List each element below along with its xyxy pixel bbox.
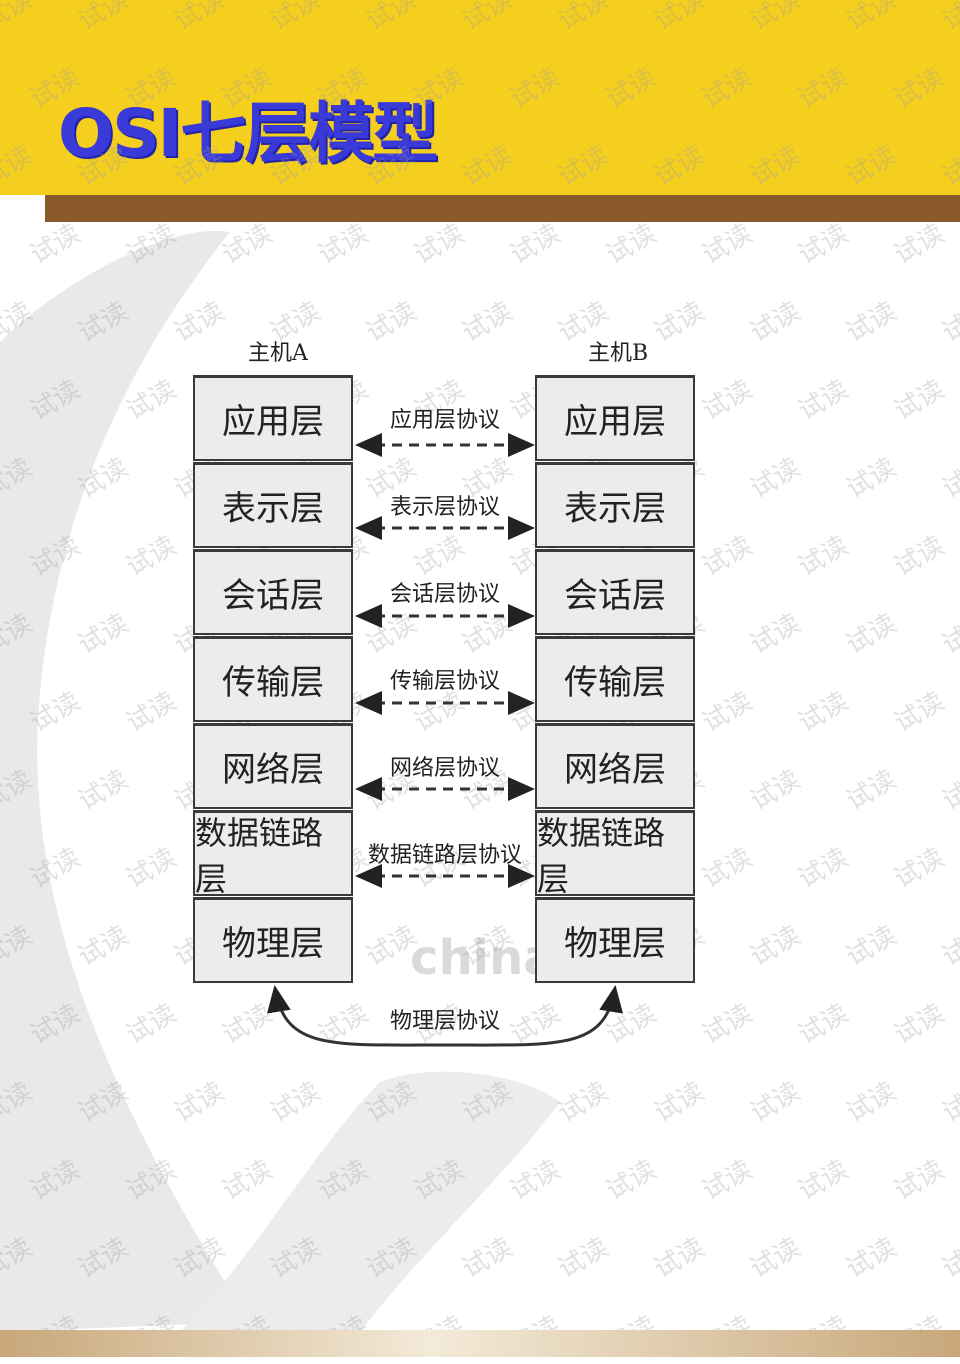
protocol-label-application: 应用层协议 [389,408,500,433]
protocol-label-presentation: 表示层协议 [389,495,500,520]
host-b-layer-datalink: 数据链路层 [535,810,695,898]
host-b-layer-transport: 传输层 [535,636,695,722]
host-a-layer-network: 网络层 [193,723,353,809]
host-b-label: 主机B [588,341,649,366]
protocol-label-transport: 传输层协议 [389,669,500,694]
host-b-layer-session: 会话层 [535,549,695,635]
protocol-label-network: 网络层协议 [389,756,500,781]
background-swoosh [0,230,560,1332]
host-b-stack: 应用层 表示层 会话层 传输层 网络层 数据链路层 物理层 [535,375,695,984]
host-b-layer-network: 网络层 [535,723,695,809]
protocol-label-session: 会话层协议 [389,582,500,607]
host-a-stack: 应用层 表示层 会话层 传输层 网络层 数据链路层 物理层 [193,375,353,984]
header-band [0,0,960,195]
footer-bar [0,1330,960,1357]
host-a-layer-presentation: 表示层 [193,462,353,548]
host-a-layer-session: 会话层 [193,549,353,635]
host-a-layer-application: 应用层 [193,375,353,461]
host-a-label: 主机A [248,341,308,366]
slide-title: OSI七层模型 [58,95,438,172]
header-divider [45,195,960,222]
host-b-layer-application: 应用层 [535,375,695,461]
host-a-layer-transport: 传输层 [193,636,353,722]
arrow-physical [266,985,624,1047]
host-a-layer-datalink: 数据链路层 [193,810,353,898]
protocol-label-datalink: 数据链路层协议 [367,843,522,868]
host-b-layer-presentation: 表示层 [535,462,695,548]
host-b-layer-physical: 物理层 [535,897,695,983]
host-a-layer-physical: 物理层 [193,897,353,983]
